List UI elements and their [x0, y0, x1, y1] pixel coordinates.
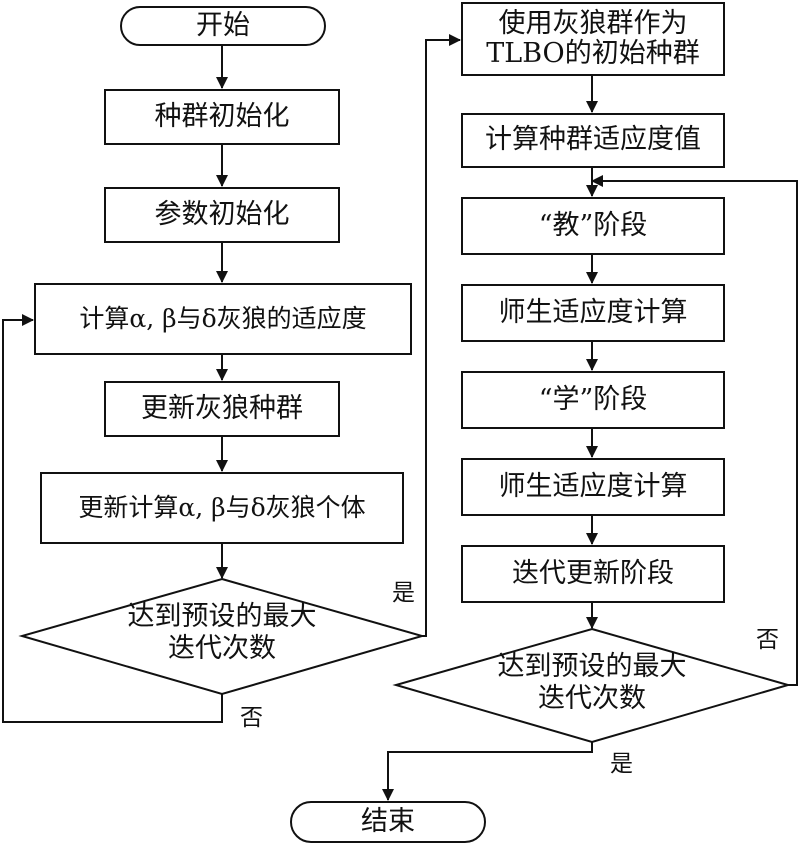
init-params-label: 参数初始化: [154, 198, 290, 230]
update-individuals-label: 更新计算α, β与δ灰狼个体: [78, 493, 366, 522]
use-wolves-label: 使用灰狼群作为TLBO的初始种群: [486, 7, 700, 69]
arrow-left-yes: [422, 34, 461, 637]
calc-pop-fitness-label: 计算种群适应度值: [485, 124, 701, 156]
use-wolves-box: 使用灰狼群作为TLBO的初始种群: [461, 2, 725, 76]
update-population-box: 更新灰狼种群: [104, 381, 340, 437]
update-population-label: 更新灰狼种群: [141, 392, 303, 424]
iterative-update-box: 迭代更新阶段: [461, 545, 725, 603]
learn-phase-label: “学”阶段: [538, 383, 648, 415]
init-population-label: 种群初始化: [154, 100, 290, 132]
init-params-box: 参数初始化: [104, 187, 340, 243]
teacher-student-fitness-label-1: 师生适应度计算: [498, 296, 688, 328]
start-label: 开始: [196, 9, 250, 41]
left-decision-shape: [18, 577, 426, 696]
teacher-student-fitness-label-2: 师生适应度计算: [498, 470, 688, 502]
calc-fitness-box: 计算α, β与δ灰狼的适应度: [34, 283, 412, 355]
teacher-student-fitness-box-1: 师生适应度计算: [461, 284, 725, 342]
right-decision-shape: [392, 627, 792, 744]
teach-phase-box: “教”阶段: [461, 197, 725, 255]
end-label: 结束: [361, 805, 415, 837]
right-no-label: 否: [756, 627, 779, 653]
start-node: 开始: [120, 6, 326, 46]
calc-pop-fitness-box: 计算种群适应度值: [461, 113, 725, 168]
teach-phase-label: “教”阶段: [538, 209, 648, 241]
init-population-box: 种群初始化: [104, 89, 340, 145]
update-individuals-box: 更新计算α, β与δ灰狼个体: [40, 472, 404, 544]
calc-fitness-label: 计算α, β与δ灰狼的适应度: [79, 304, 367, 333]
end-node: 结束: [290, 801, 486, 843]
arrow-right-no-loop: [591, 175, 798, 686]
right-yes-label: 是: [610, 751, 633, 777]
right-decision-text: 达到预设的最大迭代次数: [497, 651, 687, 715]
iterative-update-label: 迭代更新阶段: [512, 557, 674, 589]
learn-phase-box: “学”阶段: [461, 371, 725, 429]
arrow-right-yes: [382, 742, 593, 801]
left-decision-text: 达到预设的最大迭代次数: [127, 601, 317, 665]
left-no-label: 否: [240, 705, 263, 731]
left-yes-label: 是: [392, 580, 415, 606]
teacher-student-fitness-box-2: 师生适应度计算: [461, 458, 725, 516]
arrow-left-no-loop: [2, 314, 223, 723]
